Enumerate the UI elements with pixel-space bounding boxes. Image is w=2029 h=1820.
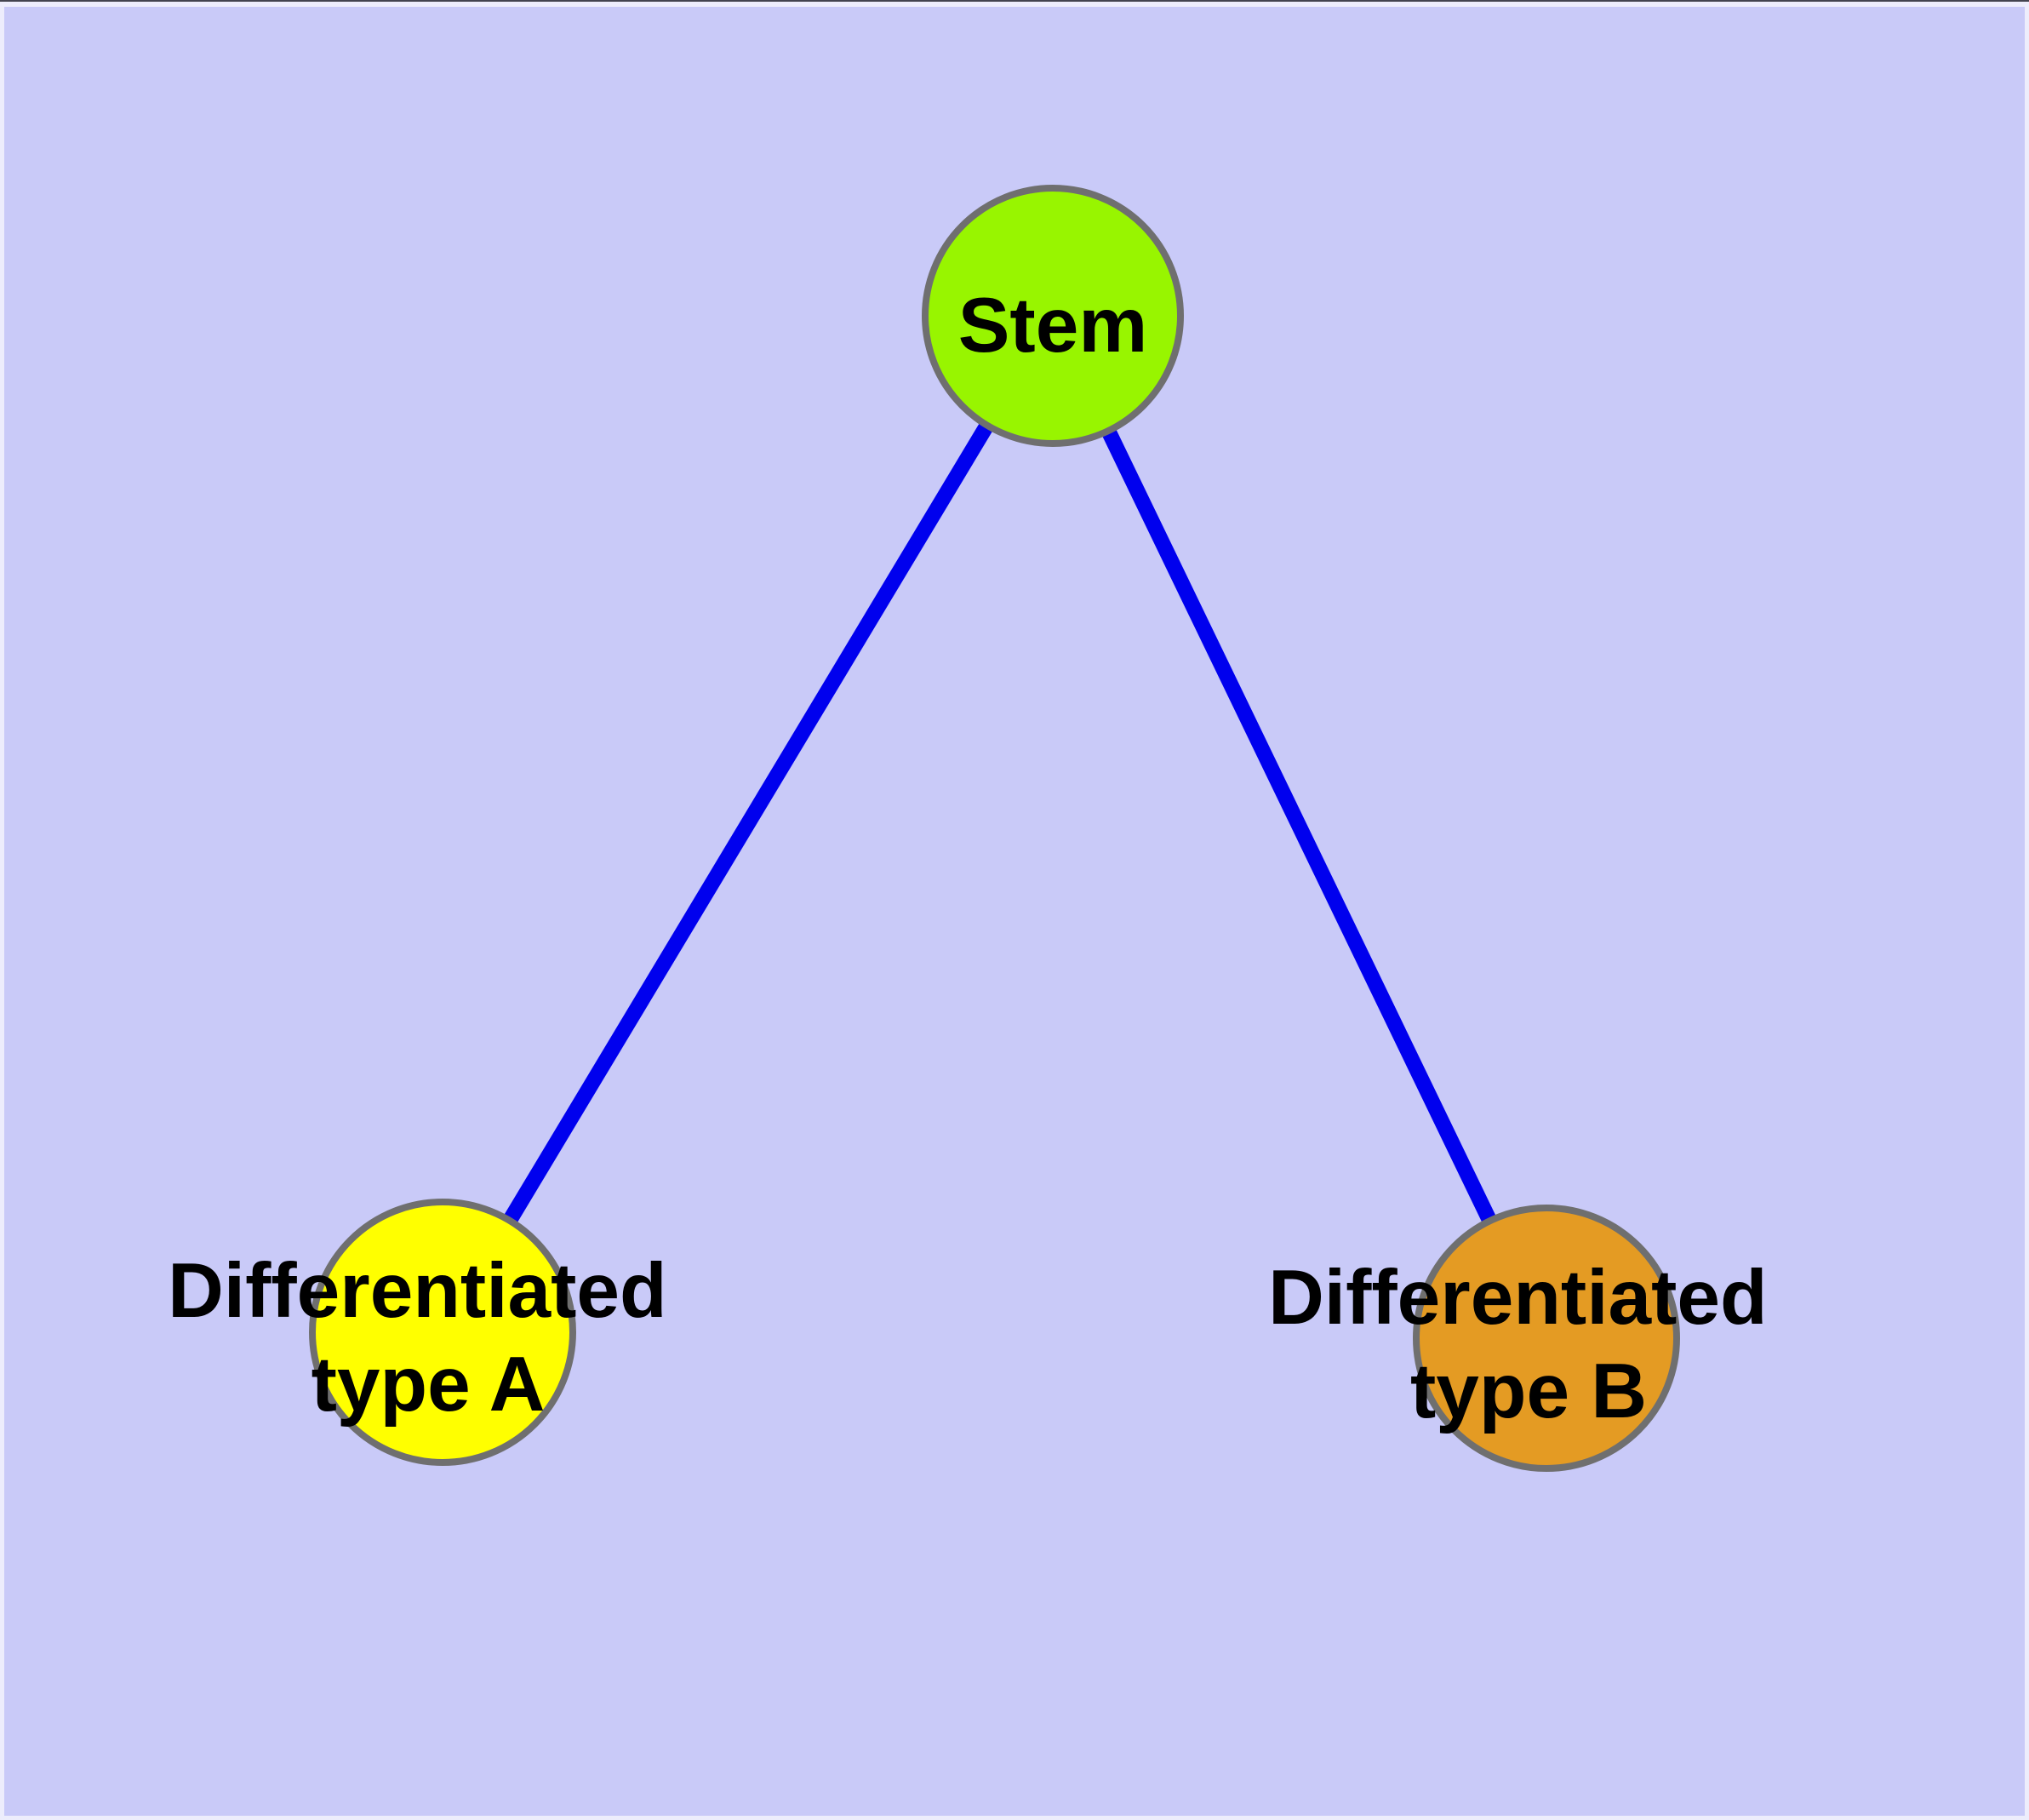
edge-stem-to-differentiated-type-a [436, 312, 1060, 1336]
node-differentiated-type-a-label-line1: Differentiated [168, 1248, 667, 1334]
node-differentiated-type-b-label-line1: Differentiated [1268, 1255, 1768, 1341]
node-differentiated-type-a-circle [309, 1199, 576, 1466]
node-stem-circle [922, 185, 1184, 447]
frame-left-light-band [0, 2, 4, 1820]
edge-stem-to-differentiated-type-b [1045, 312, 1554, 1342]
node-differentiated-type-a-label-line2: type A [311, 1342, 546, 1428]
node-differentiated-type-b-circle [1413, 1205, 1680, 1472]
frame-top-light-band [0, 2, 2029, 7]
frame-bottom-light-band [0, 1816, 2029, 1820]
frame-right-light-band [2025, 2, 2029, 1820]
node-differentiated-type-a-label: Differentiated type A [168, 1248, 689, 1428]
node-differentiated-type-b-label: Differentiated type B [1268, 1255, 1789, 1434]
window-top-edge-line [0, 0, 2029, 2]
node-stem-label-line1: Stem [958, 283, 1148, 369]
node-differentiated-type-b-label-line2: type B [1410, 1348, 1647, 1434]
node-stem-label: Stem [958, 283, 1148, 369]
